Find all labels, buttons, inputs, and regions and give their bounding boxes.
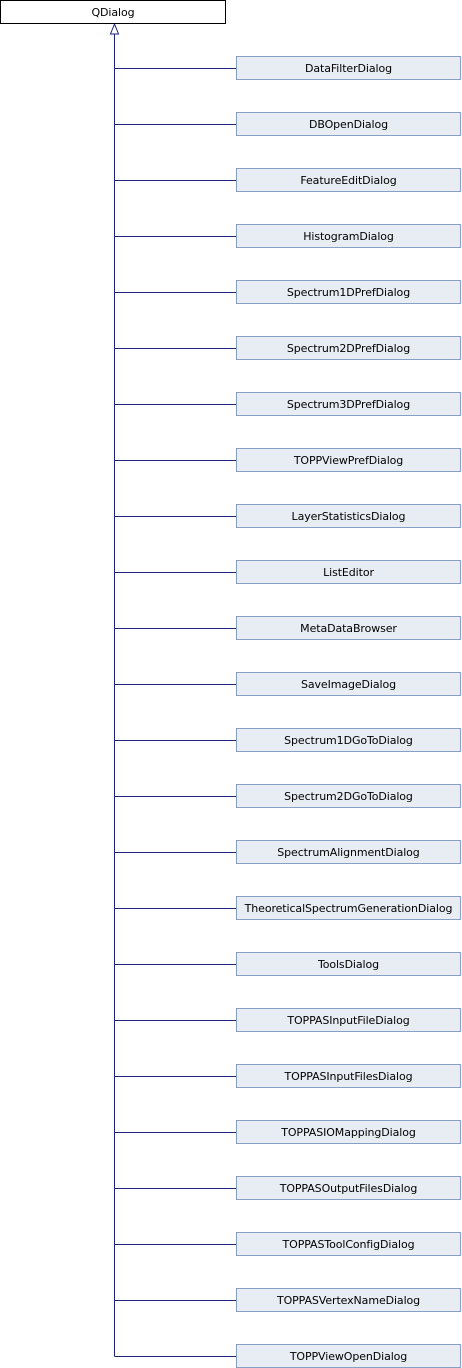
class-node-spectrum1-dpref-dialog[interactable]: Spectrum1DPrefDialog — [236, 280, 461, 304]
class-node-list-editor[interactable]: ListEditor — [236, 560, 461, 584]
class-node-feature-edit-dialog[interactable]: FeatureEditDialog — [236, 168, 461, 192]
class-node-toppastool-config-dialog[interactable]: TOPPASToolConfigDialog — [236, 1232, 461, 1256]
class-node-toppasvertex-name-dialog[interactable]: TOPPASVertexNameDialog — [236, 1288, 461, 1312]
class-node-toppasinput-file-dialog[interactable]: TOPPASInputFileDialog — [236, 1008, 461, 1032]
base-class-node[interactable]: QDialog — [0, 0, 226, 24]
class-node-spectrum2-dpref-dialog[interactable]: Spectrum2DPrefDialog — [236, 336, 461, 360]
class-node-spectrum1-dgo-to-dialog[interactable]: Spectrum1DGoToDialog — [236, 728, 461, 752]
class-node-spectrum2-dgo-to-dialog[interactable]: Spectrum2DGoToDialog — [236, 784, 461, 808]
class-node-spectrum-alignment-dialog[interactable]: SpectrumAlignmentDialog — [236, 840, 461, 864]
class-node-toppasiomapping-dialog[interactable]: TOPPASIOMappingDialog — [236, 1120, 461, 1144]
class-node-meta-data-browser[interactable]: MetaDataBrowser — [236, 616, 461, 640]
class-node-dbopen-dialog[interactable]: DBOpenDialog — [236, 112, 461, 136]
class-node-histogram-dialog[interactable]: HistogramDialog — [236, 224, 461, 248]
class-node-toppasinput-files-dialog[interactable]: TOPPASInputFilesDialog — [236, 1064, 461, 1088]
class-node-tools-dialog[interactable]: ToolsDialog — [236, 952, 461, 976]
class-node-toppview-pref-dialog[interactable]: TOPPViewPrefDialog — [236, 448, 461, 472]
class-node-save-image-dialog[interactable]: SaveImageDialog — [236, 672, 461, 696]
class-node-toppasoutput-files-dialog[interactable]: TOPPASOutputFilesDialog — [236, 1176, 461, 1200]
class-node-toppview-open-dialog[interactable]: TOPPViewOpenDialog — [236, 1344, 461, 1368]
class-node-spectrum3-dpref-dialog[interactable]: Spectrum3DPrefDialog — [236, 392, 461, 416]
class-node-data-filter-dialog[interactable]: DataFilterDialog — [236, 56, 461, 80]
inheritance-arrowhead — [109, 22, 120, 35]
class-node-layer-statistics-dialog[interactable]: LayerStatisticsDialog — [236, 504, 461, 528]
class-node-theoretical-spectrum-generation-dialog[interactable]: TheoreticalSpectrumGenerationDialog — [236, 896, 461, 920]
